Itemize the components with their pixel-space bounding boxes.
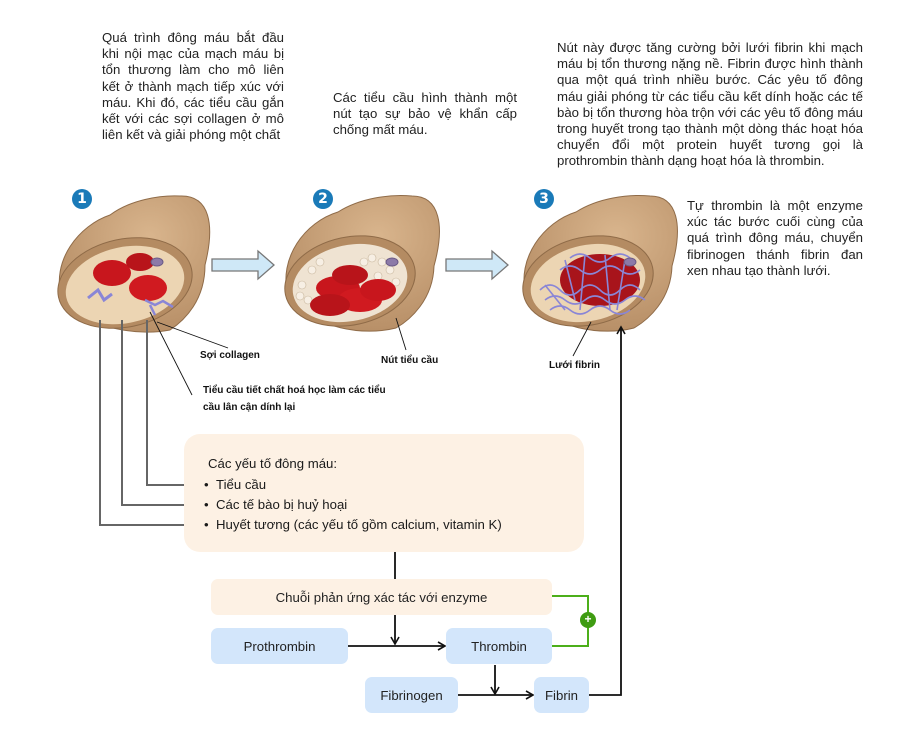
positive-feedback-badge <box>580 612 596 628</box>
step-1-description: Quá trình đông máu bắt đầu khi nội mạc c… <box>102 30 284 143</box>
clotting-factors-list: •Tiểu cầu •Các tế bào bị huỷ hoại •Huyết… <box>204 475 502 535</box>
factor-item-label: Tiểu cầu <box>216 477 267 492</box>
factor-item: •Tiểu cầu <box>204 477 267 492</box>
label-collagen: Sợi collagen <box>200 350 260 361</box>
platelet-plug-leader-line <box>395 317 407 351</box>
clotting-factors-title: Các yếu tố đông máu: <box>208 456 338 471</box>
connector-plasma <box>99 320 208 530</box>
fibrinogen-box: Fibrinogen <box>365 677 458 713</box>
collagen-leader-line <box>156 321 229 349</box>
label-platelet-plug: Nút tiểu cầu <box>381 355 439 366</box>
step-3-badge: 3 <box>534 189 554 209</box>
step-2-description: Các tiểu cầu hình thành một nút tạo sự b… <box>333 90 517 138</box>
feedback-plus-icon: + <box>584 612 592 626</box>
fibrin-to-mesh-arrow <box>589 325 626 696</box>
factor-item-label: Các tế bào bị huỷ hoại <box>216 497 348 512</box>
label-platelet-chemical-2: cầu lân cận dính lại <box>203 402 296 413</box>
label-platelet-chemical-1: Tiểu cầu tiết chất hoá học làm các tiểu <box>203 385 386 396</box>
fibrin-box: Fibrin <box>534 677 589 713</box>
factor-item: •Các tế bào bị huỷ hoại <box>204 497 348 512</box>
platelet-chemical-leader-line <box>149 311 193 396</box>
fibrin-mesh-leader-line <box>572 321 592 357</box>
vessel-illustration-2 <box>284 195 440 332</box>
step-1-badge: 1 <box>72 189 92 209</box>
prothrombin-box: Prothrombin <box>211 628 348 664</box>
factor-item: •Huyết tương (các yếu tố gồm calcium, vi… <box>204 517 502 532</box>
step-2-badge: 2 <box>313 189 333 209</box>
enzyme-cascade-box: Chuỗi phản ứng xác tác với enzyme <box>211 579 552 615</box>
step-arrow-2-to-3 <box>445 249 509 281</box>
label-fibrin-mesh: Lưới fibrin <box>549 360 601 371</box>
connector-damaged-cells <box>121 320 208 510</box>
step-3-description: Nút này được tăng cường bởi lưới fibrin … <box>557 40 863 169</box>
step-3-extra-description: Tự thrombin là một enzyme xúc tác bước c… <box>687 198 863 278</box>
vessel-illustration-3 <box>522 195 678 332</box>
vessel-illustration-1 <box>57 195 211 333</box>
clotting-factors-box: Các yếu tố đông máu: •Tiểu cầu •Các tế b… <box>184 434 584 552</box>
step-arrow-1-to-2 <box>211 249 275 281</box>
factor-item-label: Huyết tương (các yếu tố gồm calcium, vit… <box>216 517 502 532</box>
thrombin-box: Thrombin <box>446 628 552 664</box>
